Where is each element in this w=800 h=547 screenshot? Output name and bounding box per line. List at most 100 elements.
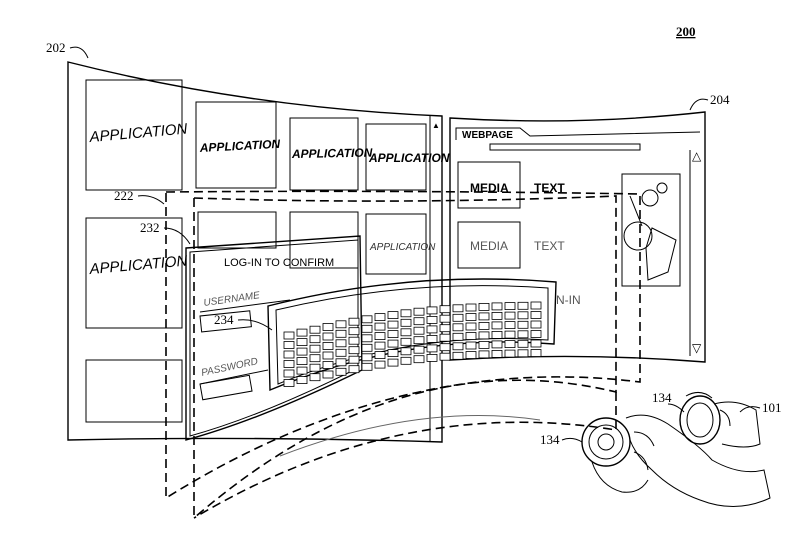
keyboard-key[interactable] xyxy=(388,312,398,319)
keyboard-key[interactable] xyxy=(518,312,528,319)
keyboard-key[interactable] xyxy=(336,321,346,328)
keyboard-key[interactable] xyxy=(297,367,307,374)
keyboard-key[interactable] xyxy=(518,350,528,357)
keyboard-key[interactable] xyxy=(297,339,307,346)
password-input[interactable] xyxy=(200,375,252,399)
keyboard-key[interactable] xyxy=(466,342,476,349)
keyboard-key[interactable] xyxy=(492,350,502,357)
keyboard-key[interactable] xyxy=(388,359,398,366)
keyboard-key[interactable] xyxy=(336,340,346,347)
keyboard-key[interactable] xyxy=(284,380,294,387)
keyboard-key[interactable] xyxy=(362,335,372,342)
address-bar[interactable] xyxy=(490,144,640,150)
keyboard-key[interactable] xyxy=(284,342,294,349)
app-tile-9[interactable] xyxy=(86,360,182,422)
keyboard-key[interactable] xyxy=(453,333,463,340)
keyboard-key[interactable] xyxy=(310,326,320,333)
keyboard-key[interactable] xyxy=(401,329,411,336)
keyboard-key[interactable] xyxy=(453,324,463,331)
keyboard-key[interactable] xyxy=(310,345,320,352)
keyboard-key[interactable] xyxy=(518,340,528,347)
keyboard-key[interactable] xyxy=(323,324,333,331)
keyboard-key[interactable] xyxy=(375,314,385,321)
keyboard-key[interactable] xyxy=(492,322,502,329)
keyboard-key[interactable] xyxy=(323,352,333,359)
scroll-up-icon[interactable]: △ xyxy=(692,149,702,163)
keyboard-key[interactable] xyxy=(375,342,385,349)
keyboard-key[interactable] xyxy=(479,313,489,320)
keyboard-key[interactable] xyxy=(310,374,320,381)
keyboard-key[interactable] xyxy=(297,358,307,365)
keyboard-key[interactable] xyxy=(466,304,476,311)
keyboard-key[interactable] xyxy=(427,345,437,352)
keyboard-key[interactable] xyxy=(414,337,424,344)
keyboard-key[interactable] xyxy=(388,340,398,347)
keyboard-key[interactable] xyxy=(297,348,307,355)
keyboard-key[interactable] xyxy=(414,356,424,363)
keyboard-key[interactable] xyxy=(388,321,398,328)
keyboard-key[interactable] xyxy=(323,343,333,350)
keyboard-key[interactable] xyxy=(336,330,346,337)
keyboard-key[interactable] xyxy=(349,347,359,354)
keyboard-key[interactable] xyxy=(323,362,333,369)
keyboard-key[interactable] xyxy=(518,331,528,338)
virtual-keyboard[interactable] xyxy=(268,279,556,390)
keyboard-key[interactable] xyxy=(297,377,307,384)
keyboard-key[interactable] xyxy=(323,333,333,340)
keyboard-key[interactable] xyxy=(440,344,450,351)
keyboard-key[interactable] xyxy=(440,315,450,322)
keyboard-key[interactable] xyxy=(349,337,359,344)
keyboard-key[interactable] xyxy=(453,352,463,359)
keyboard-key[interactable] xyxy=(401,338,411,345)
keyboard-key[interactable] xyxy=(531,312,541,319)
keyboard-key[interactable] xyxy=(349,328,359,335)
keyboard-key[interactable] xyxy=(401,310,411,317)
keyboard-key[interactable] xyxy=(518,321,528,328)
keyboard-key[interactable] xyxy=(440,325,450,332)
keyboard-key[interactable] xyxy=(466,333,476,340)
keyboard-key[interactable] xyxy=(362,344,372,351)
keyboard-key[interactable] xyxy=(375,361,385,368)
keyboard-key[interactable] xyxy=(427,335,437,342)
keyboard-key[interactable] xyxy=(414,327,424,334)
keyboard-key[interactable] xyxy=(427,307,437,314)
keyboard-key[interactable] xyxy=(284,332,294,339)
keyboard-key[interactable] xyxy=(505,322,515,329)
keyboard-key[interactable] xyxy=(453,314,463,321)
keyboard-key[interactable] xyxy=(479,322,489,329)
keyboard-key[interactable] xyxy=(284,370,294,377)
keyboard-key[interactable] xyxy=(401,357,411,364)
keyboard-key[interactable] xyxy=(505,312,515,319)
keyboard-key[interactable] xyxy=(466,323,476,330)
keyboard-key[interactable] xyxy=(414,318,424,325)
keyboard-key[interactable] xyxy=(362,316,372,323)
keyboard-key[interactable] xyxy=(531,331,541,338)
keyboard-key[interactable] xyxy=(362,363,372,370)
keyboard-key[interactable] xyxy=(427,316,437,323)
webpage-tab[interactable]: WEBPAGE xyxy=(462,130,513,141)
keyboard-key[interactable] xyxy=(531,340,541,347)
keyboard-key[interactable] xyxy=(310,336,320,343)
right-controller[interactable] xyxy=(680,392,760,447)
keyboard-key[interactable] xyxy=(349,366,359,373)
keyboard-key[interactable] xyxy=(518,302,528,309)
keyboard-key[interactable] xyxy=(479,341,489,348)
keyboard-key[interactable] xyxy=(427,354,437,361)
keyboard-key[interactable] xyxy=(479,332,489,339)
scroll-down-icon[interactable]: ▽ xyxy=(692,341,702,355)
keyboard-key[interactable] xyxy=(349,356,359,363)
keyboard-key[interactable] xyxy=(453,343,463,350)
keyboard-key[interactable] xyxy=(466,352,476,359)
keyboard-key[interactable] xyxy=(349,318,359,325)
keyboard-key[interactable] xyxy=(440,306,450,313)
left-scroll-up-icon[interactable]: ▲ xyxy=(432,121,440,130)
keyboard-key[interactable] xyxy=(479,303,489,310)
keyboard-key[interactable] xyxy=(531,350,541,357)
keyboard-key[interactable] xyxy=(453,305,463,312)
keyboard-key[interactable] xyxy=(375,323,385,330)
keyboard-key[interactable] xyxy=(505,341,515,348)
keyboard-key[interactable] xyxy=(492,303,502,310)
keyboard-key[interactable] xyxy=(401,319,411,326)
keyboard-keys[interactable] xyxy=(284,302,541,387)
keyboard-key[interactable] xyxy=(310,364,320,371)
